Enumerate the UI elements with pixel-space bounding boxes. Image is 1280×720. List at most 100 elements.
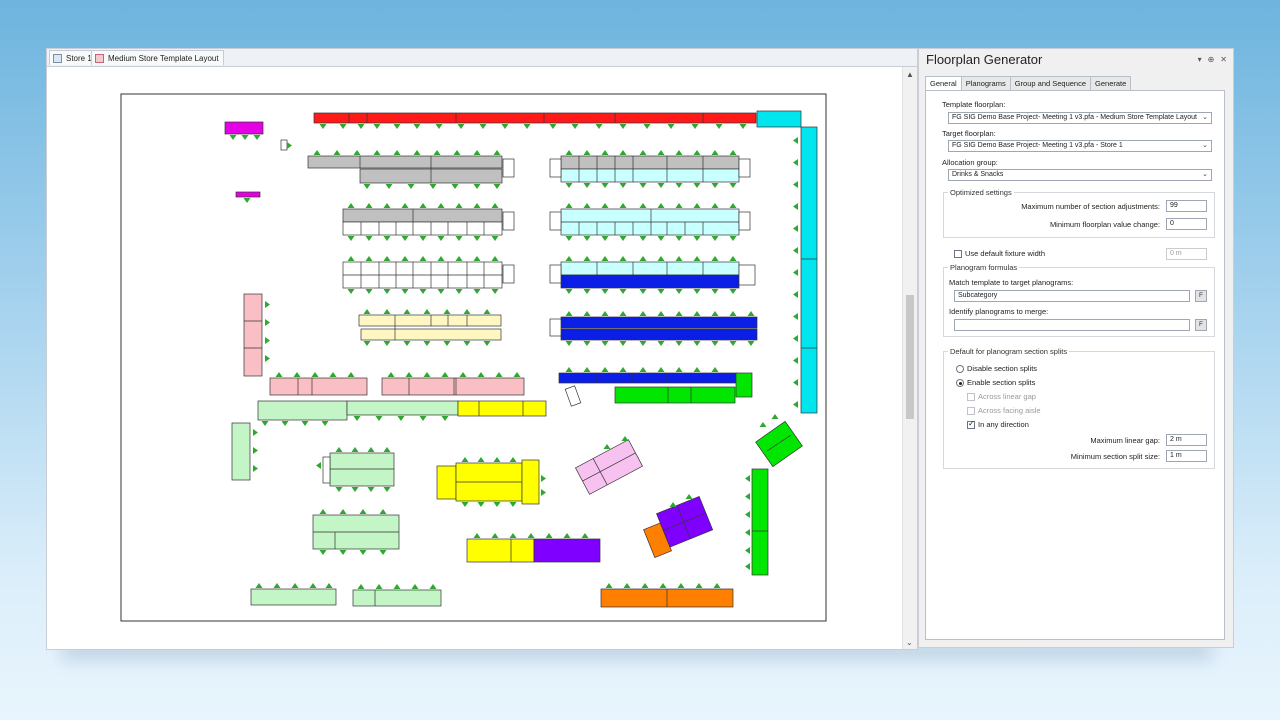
match-formula-button[interactable]: F (1195, 290, 1207, 302)
general-tab-content: Template floorplan: FG SIG Demo Base Pro… (925, 90, 1225, 640)
endcap[interactable] (549, 318, 562, 337)
across-facing-aisle-checkbox[interactable] (967, 407, 975, 415)
fixture-violet[interactable] (533, 538, 601, 563)
fixture-pale-yellow[interactable] (360, 328, 502, 341)
fixture-blue[interactable] (560, 328, 758, 341)
tab-group-and-sequence[interactable]: Group and Sequence (1009, 76, 1092, 90)
fixture-green-wall[interactable] (751, 468, 769, 576)
endcap[interactable] (738, 211, 751, 231)
across-linear-gap-checkbox[interactable] (967, 393, 975, 401)
allocation-group-label: Allocation group: (942, 158, 998, 167)
fixture-magenta-small[interactable] (235, 191, 261, 198)
fixture-pink[interactable] (381, 377, 525, 396)
template-floorplan-select[interactable]: FG SIG Demo Base Project- Meeting 1 v3.p… (948, 112, 1212, 124)
endcap[interactable] (738, 158, 751, 178)
fixture-light-cyan[interactable] (560, 168, 740, 183)
fixture-yellow[interactable] (436, 465, 457, 500)
scroll-thumb[interactable] (906, 295, 914, 419)
template-floorplan-value: FG SIG Demo Base Project- Meeting 1 v3.p… (952, 114, 1197, 121)
endcap-small[interactable] (280, 139, 288, 151)
max-linear-gap-input[interactable]: 2 m (1166, 434, 1207, 446)
fixture-light-green[interactable] (329, 452, 395, 487)
endcap[interactable] (322, 456, 331, 484)
planogram-formulas-group: Planogram formulas Match template to tar… (943, 263, 1215, 337)
section-splits-title: Default for planogram section splits (948, 347, 1070, 356)
default-fixture-width-input[interactable]: 0 m (1166, 248, 1207, 260)
fixture-green[interactable] (614, 386, 736, 404)
tab-store-1[interactable]: Store 1 (49, 50, 97, 65)
endcap[interactable] (502, 264, 515, 284)
fixture-pink[interactable] (269, 377, 368, 396)
in-any-direction-checkbox[interactable]: ✓ (967, 419, 975, 429)
optimized-settings-group: Optimized settings Maximum number of sec… (943, 188, 1215, 238)
endcap[interactable] (549, 158, 562, 178)
floorplan-canvas[interactable] (47, 67, 899, 649)
allocation-group-select[interactable]: Drinks & Snacks ⌄ (948, 169, 1212, 181)
fixture-white[interactable] (342, 221, 503, 236)
fixture-cyan-wall[interactable] (800, 126, 818, 414)
fixture-green-tilted[interactable] (755, 420, 803, 468)
disable-section-splits-radio[interactable] (956, 365, 964, 373)
fixture-yellow[interactable] (457, 400, 547, 417)
checkmark-icon: ✓ (968, 419, 975, 428)
fixture-light-green[interactable] (257, 400, 348, 421)
fixture-yellow[interactable] (521, 459, 540, 505)
pin-icon[interactable]: ⊕ (1207, 55, 1215, 64)
fixture-yellow[interactable] (466, 538, 535, 563)
dropdown-icon[interactable]: ▾ (1197, 55, 1202, 64)
tab-label: Medium Store Template Layout (108, 53, 219, 63)
tab-general[interactable]: General (925, 76, 962, 91)
fixture-light-green[interactable] (346, 400, 459, 416)
target-floorplan-value: FG SIG Demo Base Project- Meeting 1 v3.p… (952, 142, 1123, 149)
match-template-label: Match template to target planograms: (949, 278, 1074, 287)
document-tab-strip: Store 1 Medium Store Template Layout (47, 49, 917, 67)
endcap[interactable] (738, 264, 756, 286)
tab-generate[interactable]: Generate (1090, 76, 1132, 90)
enable-section-splits-radio[interactable] (956, 379, 964, 387)
section-splits-group: Default for planogram section splits Dis… (943, 347, 1215, 469)
min-section-split-input[interactable]: 1 m (1166, 450, 1207, 462)
endcap[interactable] (549, 264, 562, 284)
fixture-pale-yellow[interactable] (358, 314, 502, 327)
in-any-direction-label: In any direction (978, 420, 1029, 429)
fixture-blue[interactable] (558, 372, 738, 384)
fixture-magenta[interactable] (224, 121, 264, 135)
identify-merge-input[interactable] (954, 319, 1190, 331)
floorplan-document: Store 1 Medium Store Template Layout (46, 48, 918, 650)
direction-arrows (229, 124, 798, 589)
fixture-light-cyan[interactable] (560, 261, 740, 276)
fixture-gray[interactable] (560, 155, 740, 170)
min-floorplan-value-change-input[interactable]: 0 (1166, 218, 1207, 230)
match-template-input[interactable]: Subcategory (954, 290, 1190, 302)
fixture-cyan-corner[interactable] (756, 110, 802, 128)
endcap[interactable] (549, 211, 562, 231)
fixture-blue[interactable] (560, 274, 740, 289)
fixture-blue[interactable] (560, 316, 758, 329)
fixture-light-green[interactable] (250, 588, 337, 606)
fixture-light-green[interactable] (352, 589, 442, 607)
use-default-fixture-width-checkbox[interactable] (954, 250, 962, 258)
identify-formula-button[interactable]: F (1195, 319, 1207, 331)
endcap[interactable] (502, 211, 515, 231)
fixture-gray[interactable] (307, 155, 503, 169)
fixture-gray[interactable] (342, 208, 503, 223)
scroll-down-icon[interactable]: ⌄ (906, 638, 913, 647)
tab-medium-store-template-layout[interactable]: Medium Store Template Layout (91, 50, 224, 65)
chevron-down-icon: ⌄ (1202, 142, 1208, 149)
endcap[interactable] (502, 158, 515, 178)
vertical-scrollbar[interactable]: ▲ ⌄ (902, 67, 917, 649)
tab-planograms[interactable]: Planograms (960, 76, 1011, 90)
close-icon[interactable]: ✕ (1220, 55, 1227, 64)
panel-tabs: General Planograms Group and Sequence Ge… (925, 76, 1132, 91)
fixture-green[interactable] (735, 372, 753, 398)
fixture-pink-wall[interactable] (243, 293, 263, 377)
max-section-adjustments-input[interactable]: 99 (1166, 200, 1207, 212)
target-floorplan-select[interactable]: FG SIG Demo Base Project- Meeting 1 v3.p… (948, 140, 1212, 152)
scroll-up-icon[interactable]: ▲ (906, 70, 914, 79)
allocation-group-value: Drinks & Snacks (952, 171, 1004, 178)
fixture-red-wall[interactable] (313, 112, 757, 124)
endcap-tilted[interactable] (564, 385, 582, 407)
tab-label: Store 1 (66, 53, 92, 63)
floorplan-icon (95, 53, 104, 63)
fixture-light-green[interactable] (231, 422, 251, 481)
